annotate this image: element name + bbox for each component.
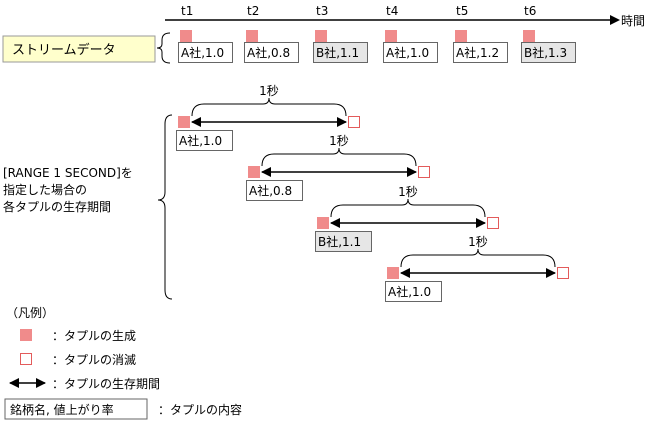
tuple-generate-marker (246, 30, 258, 42)
tuple-content-label: A社,1.0 (386, 45, 429, 60)
legend-expire-marker (20, 353, 32, 365)
tuple-content-box (453, 42, 508, 63)
tick-label: t5 (456, 4, 468, 18)
tuple-content-label: A社,1.2 (456, 45, 499, 60)
lifetime-row: 1秒 B社,1.1 (315, 185, 499, 252)
legend-generate-marker (20, 329, 32, 341)
lifetime-expire-marker (348, 116, 360, 128)
lifetime-row: 1秒 A社,1.0 (385, 235, 569, 302)
lifetime-generate-marker (248, 166, 260, 178)
tuple-generate-marker (315, 30, 327, 42)
legend-content-box (4, 398, 148, 420)
legend-lifetime-text: ：タプルの生存期間 (52, 377, 160, 391)
tuple-generate-marker (523, 30, 535, 42)
legend-content-box-text: 銘柄名, 値上がり率 (10, 402, 114, 417)
legend-generate-text: ：タプルの生成 (52, 329, 136, 343)
tuple-content-label: B社,1.1 (318, 234, 361, 249)
lifetime-generate-marker (317, 217, 329, 229)
tuple-content-box (521, 42, 576, 63)
duration-label: 1秒 (398, 185, 418, 199)
lifetime-row: 1秒 A社,1.0 (176, 84, 360, 151)
range-description-line-3: 各タプルの生存期間 (3, 199, 111, 214)
tuple-content-box (246, 180, 303, 201)
duration-label: 1秒 (329, 134, 349, 148)
tuple-generate-marker (455, 30, 467, 42)
lifetime-brace (261, 147, 417, 167)
legend-content-text: ：タプルの内容 (158, 402, 242, 417)
stream-brace (156, 32, 171, 64)
lifetime-rows: 1秒 A社,1.0 1秒 A社,0.8 1秒 B社,1.1 1秒 A社,1.0 (176, 84, 569, 302)
range-description: [RANGE 1 SECOND]を 指定した場合の 各タプルの生存期間 (3, 114, 173, 300)
tuple-content-box (176, 130, 233, 151)
legend: （凡例） ：タプルの生成 ：タプルの消滅 ：タプルの生存期間 銘柄名, 値上がり… (4, 306, 242, 420)
tick-label: t2 (247, 4, 259, 18)
lifetime-brace (191, 97, 347, 117)
tuple-content-box (385, 281, 442, 302)
lifetime-row: 1秒 A社,0.8 (246, 134, 430, 201)
range-description-line-1: [RANGE 1 SECOND]を (3, 166, 133, 180)
lifetime-brace (400, 248, 556, 268)
lifetime-generate-marker (178, 116, 190, 128)
range-description-line-2: 指定した場合の (3, 182, 87, 197)
timeline: 時間 t1 t2 t3 t4 t5 t6 (165, 4, 645, 28)
duration-label: 1秒 (259, 84, 279, 98)
tuple-content-label: A社,1.0 (388, 284, 431, 299)
lifetime-generate-marker (387, 267, 399, 279)
tuple-content-label: A社,0.8 (249, 183, 292, 198)
time-axis-arrowhead (610, 15, 620, 25)
tuple-content-box (383, 42, 438, 63)
stream-label-box (2, 35, 156, 63)
legend-title: （凡例） (6, 306, 54, 320)
stream-data-row: ストリームデータ A社,1.0 A社,0.8 B社,1.1 A社,1.0 A社,1.2 B… (2, 30, 576, 64)
stream-label: ストリームデータ (12, 42, 116, 58)
legend-expire-text: ：タプルの消滅 (52, 353, 136, 367)
lifetime-brace (157, 114, 173, 300)
duration-label: 1秒 (468, 235, 488, 249)
tuple-generate-marker (385, 30, 397, 42)
tuple-content-box (178, 42, 233, 63)
tick-label: t6 (524, 4, 536, 18)
tick-label: t1 (181, 4, 193, 18)
lifetime-brace (330, 198, 486, 218)
tuple-content-label: A社,1.0 (181, 45, 224, 60)
tuple-content-box (315, 231, 372, 252)
tick-label: t4 (386, 4, 398, 18)
tuple-content-box (244, 42, 299, 63)
tick-label: t3 (316, 4, 328, 18)
time-axis-label: 時間 (621, 14, 645, 28)
lifetime-expire-marker (557, 267, 569, 279)
tuple-content-label: B社,1.1 (316, 45, 359, 60)
tuple-content-label: B社,1.3 (524, 45, 567, 60)
tuple-content-box (313, 42, 368, 63)
lifetime-expire-marker (487, 217, 499, 229)
lifetime-expire-marker (418, 166, 430, 178)
tuple-generate-marker (180, 30, 192, 42)
tuple-content-label: A社,1.0 (179, 133, 222, 148)
tuple-content-label: A社,0.8 (247, 45, 290, 60)
